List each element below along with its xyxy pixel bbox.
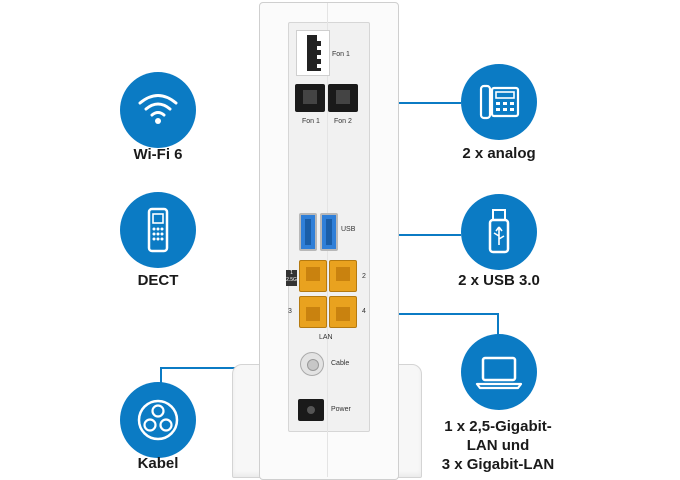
connector-line-kabel bbox=[160, 367, 162, 391]
lan-feature-line1: 1 x 2,5-Gigabit- bbox=[444, 418, 552, 435]
tae-connector bbox=[296, 30, 330, 76]
rj11-port-1 bbox=[295, 84, 325, 112]
cable-label: Cable bbox=[331, 360, 350, 367]
kabel-label: Kabel bbox=[137, 455, 179, 472]
coax-icon bbox=[137, 399, 179, 441]
dect-label: DECT bbox=[137, 272, 179, 289]
analog-label: 2 x analog bbox=[462, 145, 536, 162]
lan-feature-line3: 3 x Gigabit-LAN bbox=[441, 456, 555, 473]
power-label: Power bbox=[331, 406, 351, 413]
cable-connector bbox=[300, 352, 324, 376]
analog-circle bbox=[461, 64, 537, 140]
usb-port-2 bbox=[320, 213, 338, 251]
dect-circle bbox=[120, 192, 196, 268]
lan-label: LAN bbox=[319, 334, 333, 341]
handset-icon bbox=[147, 207, 169, 253]
phone-icon bbox=[479, 84, 520, 120]
usb-stick-icon bbox=[488, 209, 510, 254]
lan-port-3 bbox=[299, 296, 327, 328]
fon2-label: Fon 2 bbox=[334, 118, 352, 125]
power-jack bbox=[298, 399, 324, 421]
kabel-circle bbox=[120, 382, 196, 458]
lan-port-2 bbox=[329, 260, 357, 292]
lan-port-4 bbox=[329, 296, 357, 328]
usb-label: USB bbox=[341, 226, 356, 233]
usb-port-1 bbox=[299, 213, 317, 251]
lan-feature-line2: LAN und bbox=[466, 437, 530, 454]
usb-circle bbox=[461, 194, 537, 270]
fon1-label: Fon 1 bbox=[302, 118, 320, 125]
lan-badge-speed: 2.5G bbox=[286, 277, 297, 283]
wifi-label: Wi-Fi 6 bbox=[133, 146, 183, 163]
lan-port-1 bbox=[299, 260, 327, 292]
lan-port-2-label: 2 bbox=[362, 273, 366, 280]
lan-badge-number: 1 bbox=[290, 270, 293, 276]
lan-port-3-label: 3 bbox=[288, 308, 292, 315]
connector-line-analog bbox=[397, 102, 461, 104]
connector-line-usb bbox=[397, 234, 461, 236]
laptop-icon bbox=[475, 356, 523, 390]
lan-badge: 1 2.5G bbox=[286, 270, 297, 286]
rj11-port-2 bbox=[328, 84, 358, 112]
lan-circle bbox=[461, 334, 537, 410]
wifi-circle bbox=[120, 72, 196, 148]
usb-feature-label: 2 x USB 3.0 bbox=[458, 272, 540, 289]
fon1-top-label: Fon 1 bbox=[332, 51, 350, 58]
lan-port-4-label: 4 bbox=[362, 308, 366, 315]
wifi-icon bbox=[138, 94, 178, 124]
connector-line-lan bbox=[397, 313, 499, 315]
